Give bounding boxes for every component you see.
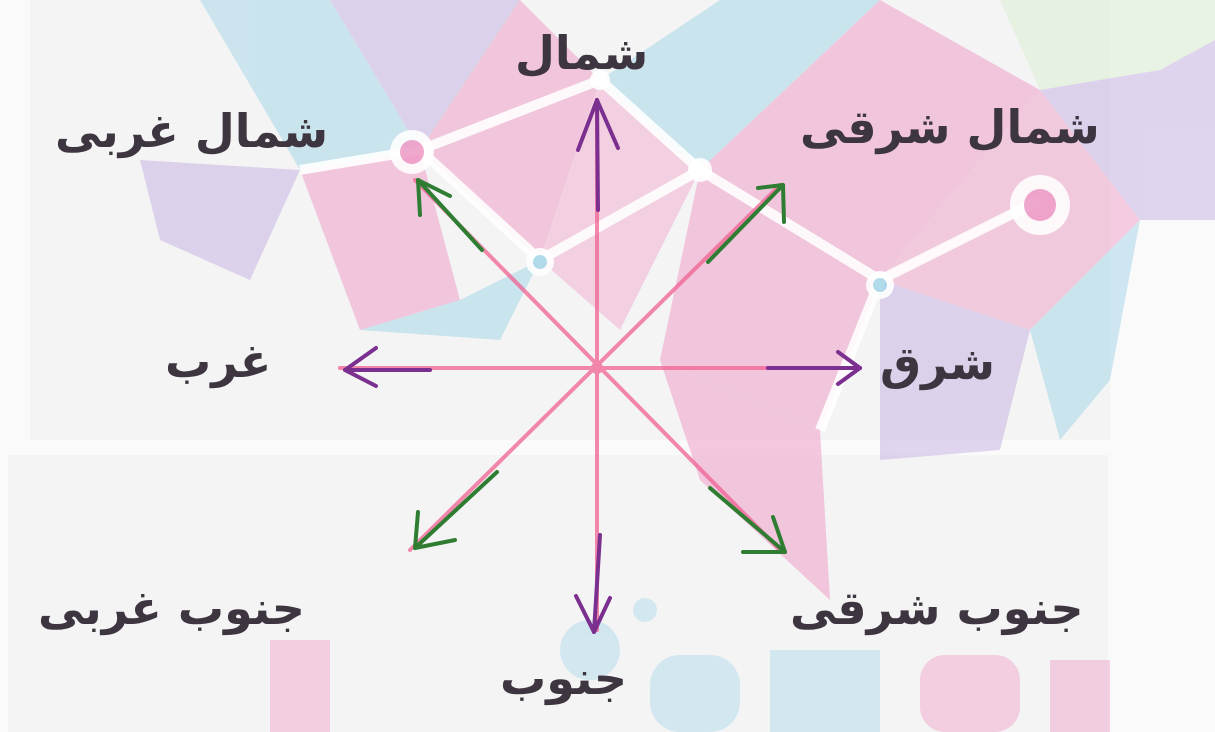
arrow-southwest bbox=[415, 472, 497, 548]
center-point bbox=[591, 362, 603, 374]
arrow-northeast bbox=[708, 185, 784, 262]
arrow-south bbox=[576, 535, 610, 632]
arrow-northwest bbox=[418, 180, 482, 250]
arrow-east bbox=[768, 352, 860, 384]
arrow-southeast bbox=[710, 488, 785, 552]
label-west: غرب bbox=[165, 338, 271, 384]
label-southeast: جنوب شرقی bbox=[790, 585, 1084, 631]
label-northwest: شمال غربی bbox=[55, 108, 328, 154]
arrow-north bbox=[578, 100, 618, 210]
label-north: شمال bbox=[515, 30, 648, 76]
label-east: شرق bbox=[880, 340, 995, 386]
label-south: جنوب bbox=[500, 655, 627, 701]
label-northeast: شمال شرقی bbox=[800, 104, 1100, 150]
label-southwest: جنوب غربی bbox=[38, 585, 305, 631]
